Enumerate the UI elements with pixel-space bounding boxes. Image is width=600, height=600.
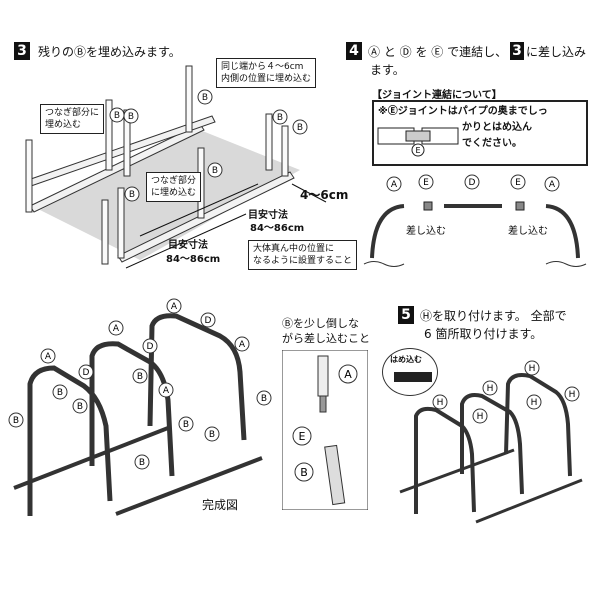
fit-label: はめ込む <box>390 355 422 364</box>
completion-tilt-note: Ⓑを少し倒しな がら差し込むこと <box>282 317 370 345</box>
step4-label-e-left: E <box>423 178 429 188</box>
tilt-label-a: A <box>344 368 352 381</box>
label-b-2: B <box>114 111 120 121</box>
done-label-b2: B <box>137 372 143 382</box>
step4-insert-left: 差し込む <box>406 226 446 237</box>
b-pipe-2 <box>105 99 113 171</box>
step3-dim-value: 84～86cm <box>250 223 305 234</box>
b-pipe-7 <box>117 187 125 259</box>
done-label-d2: D <box>147 342 154 352</box>
done-label-b8: B <box>57 388 63 398</box>
step4-label-e-right: E <box>515 178 521 188</box>
step3-dim-label: 目安寸法 <box>248 210 288 221</box>
step4-assembly: A E D E A <box>363 174 587 267</box>
joint-box-line2: かりとはめ込ん <box>462 122 532 133</box>
step5-label-h3: H <box>487 384 494 394</box>
bottom-pipe-back <box>29 123 205 213</box>
step4-ref-step: 3 <box>510 42 524 60</box>
done-label-b7: B <box>139 458 145 468</box>
b-pipe-4 <box>185 65 193 133</box>
step5-label-h4: H <box>529 364 536 374</box>
step5-label-h5: H <box>531 398 538 408</box>
label-b-3: B <box>128 112 134 122</box>
joint-box-line1: ※Ⓔジョイントはパイプの奥までしっ <box>378 106 548 117</box>
joint-box-title: 【ジョイント連結について】 <box>372 90 502 101</box>
bottom-pipe-front <box>117 171 295 263</box>
step4-text-line1b: に差し込み <box>526 45 587 59</box>
step5-label-h1: H <box>437 398 444 408</box>
step3-note-end: 同じ端から４～6cm 内側の位置に埋め込む <box>216 58 317 88</box>
step4-text-line2: ます。 <box>370 63 405 77</box>
step3-note-joint2: つなぎ部分 に埋め込む <box>146 172 202 202</box>
label-b-5: B <box>297 123 303 133</box>
b-pipe-1 <box>25 139 33 213</box>
done-label-a2: A <box>113 324 120 334</box>
done-label-b4: B <box>209 430 215 440</box>
b-pipe-9 <box>101 199 109 265</box>
step3-dim-end: 4～6cm <box>300 188 349 202</box>
tilt-detail: A E B <box>282 350 368 510</box>
step3-dim-label2: 目安寸法 <box>168 240 208 251</box>
step4-label-a-right: A <box>549 180 556 190</box>
done-label-d3: D <box>205 316 212 326</box>
done-label-a1: A <box>45 352 52 362</box>
step5-label-h6: H <box>569 390 576 400</box>
label-b-6: B <box>212 166 218 176</box>
tilt-label-b: B <box>300 466 308 479</box>
step3-text: 残りのⒷを埋め込みます。 <box>38 45 181 59</box>
done-label-b6: B <box>13 416 19 426</box>
step4-label-d: D <box>469 178 476 188</box>
completion-caption: 完成図 <box>202 498 239 512</box>
step4-label-a-left: A <box>391 180 398 190</box>
done-label-d1: D <box>83 368 90 378</box>
step3-note-center: 大体真ん中の位置に なるように設置すること <box>248 240 358 270</box>
step4-number: 4 <box>346 42 362 60</box>
step5-number: 5 <box>398 306 414 324</box>
step3-note-joint1: つなぎ部分に 埋め込む <box>40 104 105 134</box>
step3-dim-value2: 84～86cm <box>166 254 221 265</box>
done-label-b3: B <box>261 394 267 404</box>
joint-box-line3: でください。 <box>462 138 522 149</box>
label-b-7: B <box>129 190 135 200</box>
completed-frame-diagram: A D A D A D A B B B B B B B A B <box>8 298 272 516</box>
label-b-4: B <box>277 113 283 123</box>
done-label-a4: A <box>239 340 246 350</box>
step5-label-h2: H <box>477 412 484 422</box>
done-label-a5: A <box>163 386 170 396</box>
b-pipe-5 <box>265 113 273 171</box>
done-label-b5: B <box>183 420 189 430</box>
step4-text-line1: Ⓐ と Ⓓ を Ⓔ で連結し、 <box>368 45 508 59</box>
done-label-a3: A <box>171 302 178 312</box>
joint-label-e: E <box>415 146 420 155</box>
step5-text-line1: Ⓗを取り付けます。 全部で <box>420 309 567 323</box>
joint-illustration: E <box>377 127 459 157</box>
step3-number: 3 <box>14 42 30 60</box>
step5-diagram: H H H H H H <box>394 360 583 524</box>
done-label-b1: B <box>77 402 83 412</box>
step5-text-line2: 6 箇所取り付けます。 <box>424 327 543 341</box>
tilt-label-e: E <box>299 430 306 443</box>
b-pipe-6 <box>281 125 289 177</box>
joint-box <box>372 100 588 166</box>
step4-insert-right: 差し込む <box>508 226 548 237</box>
label-b-1: B <box>202 93 208 103</box>
